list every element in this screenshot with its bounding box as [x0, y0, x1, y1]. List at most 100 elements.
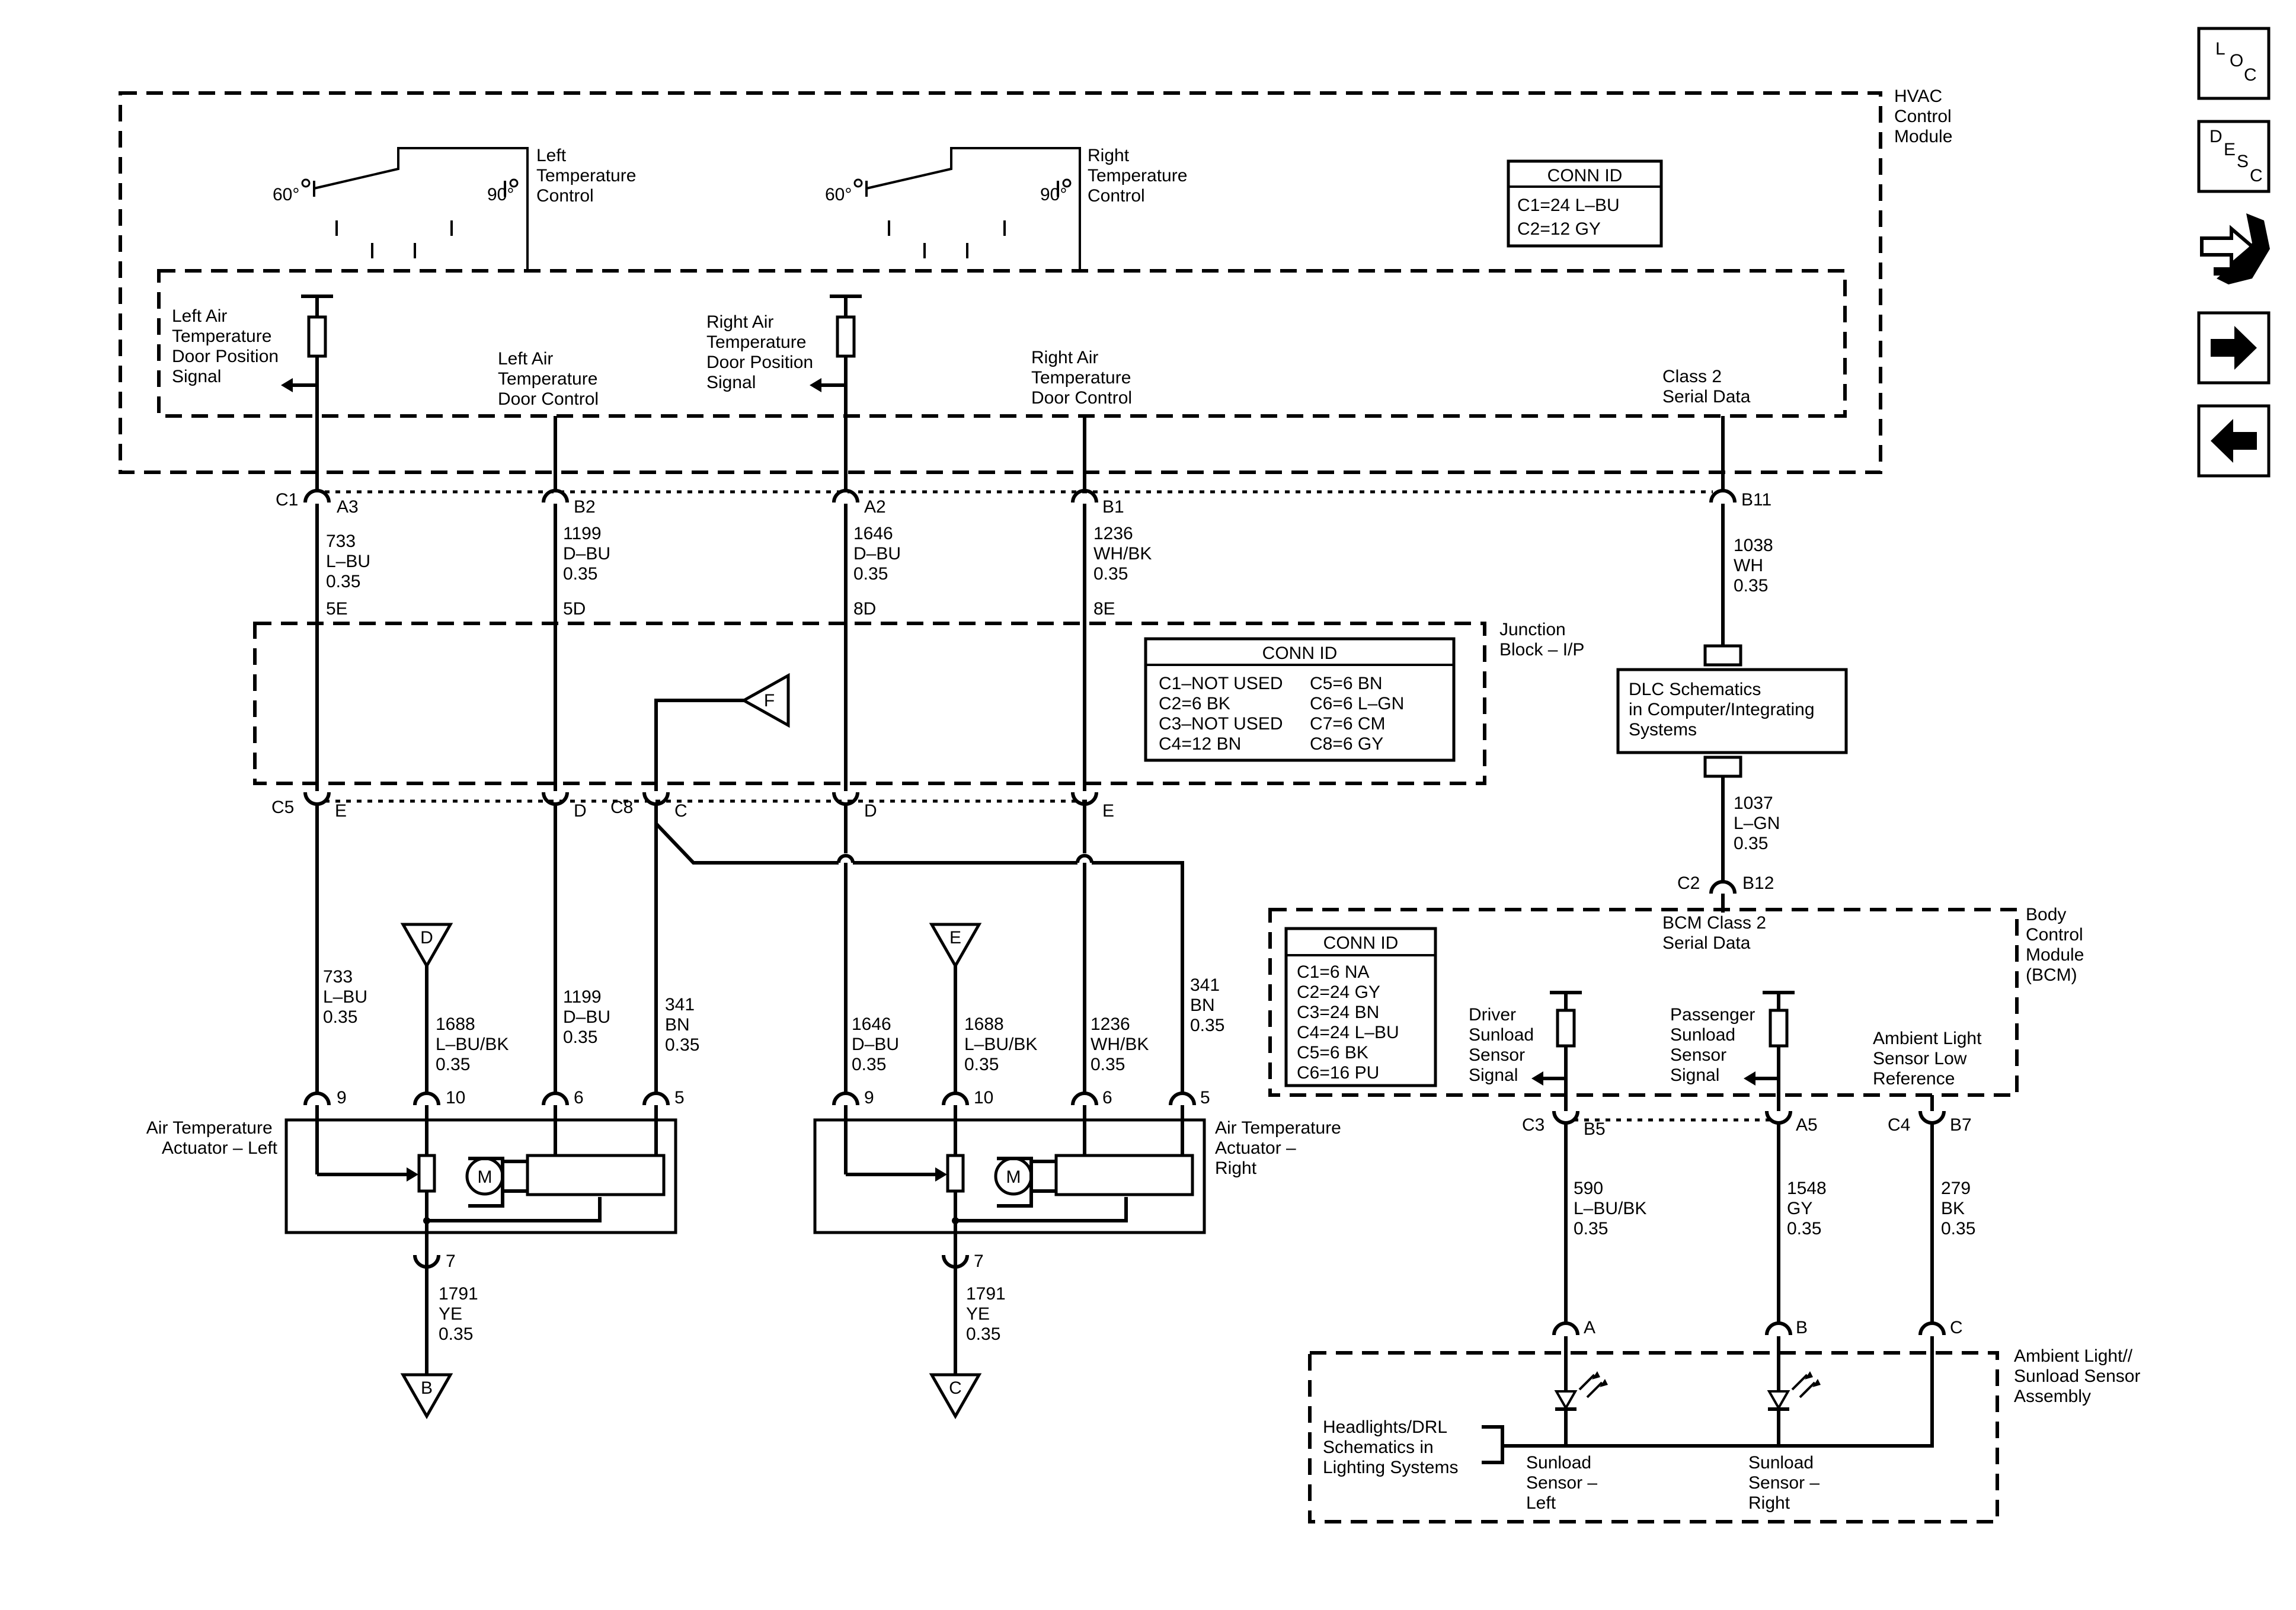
jb-conn-row: C7=6 CM: [1310, 714, 1386, 734]
sr-2: Sensor –: [1748, 1473, 1819, 1493]
pin-a3-label: A3: [337, 497, 359, 517]
right-temperature-control-label: Right Temperature Control: [1088, 146, 1192, 206]
desc-letter: E: [2224, 140, 2236, 159]
jb-pin-5d: 5D: [563, 599, 586, 619]
w733b-color: L–BU: [323, 987, 367, 1007]
actuator-left-label: Air Temperature Actuator – Left: [146, 1118, 278, 1158]
conn-c2-label: C2: [1677, 873, 1700, 893]
w1688a-size: 0.35: [436, 1055, 470, 1074]
loc-letter: L: [2215, 39, 2225, 59]
ref-b-label: B: [421, 1378, 433, 1398]
w341a-num: 341: [665, 995, 695, 1014]
right-ctrl-label: Right Air Temperature Door Control: [1031, 348, 1136, 408]
dlc-1: DLC Schematics: [1629, 680, 1761, 699]
actuator-right-label: Air Temperature Actuator – Right: [1215, 1118, 1346, 1178]
w1199-num: 1199: [563, 524, 602, 543]
dlc-block: [1616, 644, 1848, 778]
wire-1791-left-label: 1791 YE 0.35: [439, 1284, 483, 1344]
dlc-2: in Computer/Integrating: [1629, 700, 1815, 719]
rc-2: Temperature: [1031, 368, 1131, 388]
wire-1038-label: 1038 WH 0.35: [1734, 536, 1778, 596]
actuator-right: M: [813, 1092, 1206, 1269]
wire-1646-lower-label: 1646 D–BU 0.35: [852, 1014, 904, 1074]
ltc-1: Left: [536, 146, 567, 165]
loc-nav-button[interactable]: L O C: [2197, 27, 2271, 100]
bcm-1: Body: [2026, 905, 2066, 924]
w1236b-color: WH/BK: [1091, 1035, 1149, 1054]
right-temp-high-label: 90°: [1040, 185, 1067, 204]
ref-f-flag: F: [740, 673, 790, 728]
lc-2: Temperature: [498, 369, 597, 389]
pin-e-right: E: [1102, 801, 1114, 821]
desc-nav-button[interactable]: D E S C: [2197, 120, 2271, 193]
pin-6-left: 6: [574, 1088, 584, 1108]
w590-color: L–BU/BK: [1574, 1199, 1646, 1218]
wire-1236-label: 1236 WH/BK 0.35: [1093, 524, 1157, 584]
w1646b-num: 1646: [852, 1014, 891, 1034]
w733b-num: 733: [323, 967, 353, 987]
conn-c3-label: C3: [1522, 1115, 1544, 1135]
sunload-left-label: Sunload Sensor – Left: [1526, 1453, 1602, 1513]
pin-7-left: 7: [446, 1251, 456, 1271]
c2-terminal: [1709, 880, 1737, 894]
pin-b5-label: B5: [1584, 1119, 1606, 1139]
desc-letter: C: [2250, 166, 2263, 185]
ps-3: Sensor: [1670, 1045, 1726, 1065]
next-page-button[interactable]: [2197, 311, 2271, 385]
left-temperature-control-label: Left Temperature Control: [536, 146, 641, 206]
w1548-size: 0.35: [1787, 1219, 1821, 1238]
ref-d-label: D: [420, 928, 433, 948]
w590-num: 590: [1574, 1179, 1603, 1198]
al-2: Actuator – Left: [162, 1138, 278, 1158]
w279-color: BK: [1941, 1199, 1965, 1218]
jb-conn-row: C5=6 BN: [1310, 674, 1383, 693]
pin-a2-label: A2: [864, 497, 886, 517]
wire-1791-right-label: 1791 YE 0.35: [966, 1284, 1011, 1344]
sa-1: Ambient Light//: [2014, 1346, 2133, 1366]
ref-b-flag: B: [400, 1373, 453, 1420]
bcm-outline: [1268, 908, 2019, 1097]
bcm-conn-row: C3=24 BN: [1297, 1003, 1379, 1022]
al-ref-1: Ambient Light: [1873, 1029, 1982, 1048]
w1646b-size: 0.35: [852, 1055, 886, 1074]
ps-2: Sunload: [1670, 1025, 1735, 1045]
headlights-ref-label: Headlights/DRL Schematics in Lighting Sy…: [1323, 1417, 1458, 1477]
right-temperature-control: 60° 90°: [825, 147, 1081, 273]
motor-left-label: M: [478, 1167, 493, 1187]
pin-b11-label: B11: [1741, 490, 1771, 510]
left-temp-low-label: 60°: [273, 185, 299, 204]
w1548-num: 1548: [1787, 1179, 1827, 1198]
ar-1: Air Temperature: [1215, 1118, 1341, 1138]
dlc-3: Systems: [1629, 720, 1697, 740]
jb-conn-row: C1–NOT USED: [1159, 674, 1283, 693]
sr-1: Sunload: [1748, 1453, 1814, 1473]
sr-3: Right: [1748, 1493, 1790, 1513]
sa-3: Assembly: [2014, 1387, 2091, 1406]
ref-e-label: E: [949, 928, 961, 948]
c2s-1: Class 2: [1662, 367, 1722, 386]
ref-c-flag: C: [929, 1373, 982, 1420]
jb-conn-row: C3–NOT USED: [1159, 714, 1283, 734]
w1688b-num: 1688: [964, 1014, 1004, 1034]
sensor-connector-terminals: [1552, 1321, 1946, 1336]
conn-c5-label: C5: [271, 798, 294, 817]
rtc-3: Control: [1088, 186, 1145, 206]
rps-1: Right Air: [706, 312, 773, 332]
jb-conn-row: C2=6 BK: [1159, 694, 1230, 713]
w1038-num: 1038: [1734, 536, 1773, 555]
w1037-size: 0.35: [1734, 834, 1768, 853]
previous-page-button[interactable]: [2197, 404, 2271, 478]
c5-connector-terminals: [303, 792, 1098, 806]
class2-label: Class 2 Serial Data: [1662, 367, 1751, 406]
hvac-conn-id-row: C1=24 L–BU: [1517, 196, 1620, 215]
pin-d-right: D: [864, 801, 877, 821]
w1791b-num: 1791: [966, 1284, 1006, 1304]
ds-1: Driver: [1469, 1005, 1516, 1025]
w1646-size: 0.35: [853, 564, 888, 584]
wire-733-lower-label: 733 L–BU 0.35: [323, 967, 372, 1027]
wire-f-reference: [654, 699, 744, 791]
w1199b-size: 0.35: [563, 1028, 597, 1047]
wire-341-left-label: 341 BN 0.35: [665, 995, 699, 1055]
bcm-conn-id-table: CONN ID C1=6 NA C2=24 GY C3=24 BN C4=24 …: [1284, 927, 1437, 1087]
repair-tools-icon[interactable]: [2200, 213, 2270, 284]
